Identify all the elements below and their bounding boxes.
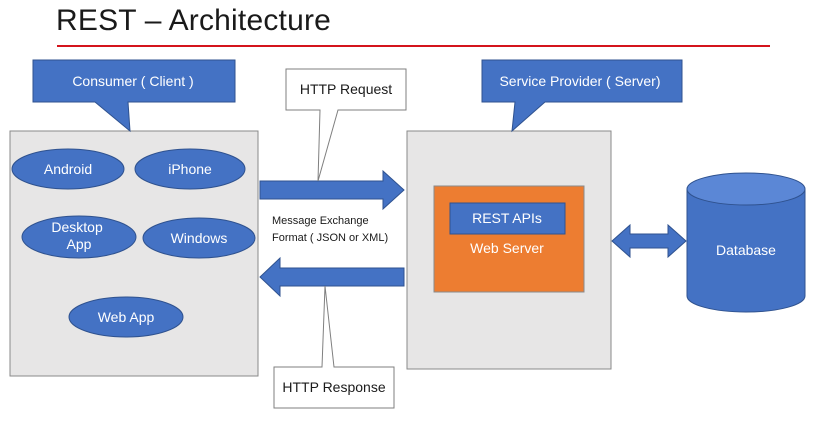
response-arrow [259, 256, 405, 298]
device-windows [142, 217, 256, 259]
message-format-line1: Message Exchange [272, 215, 369, 227]
http-response-callout [273, 285, 395, 409]
request-arrow [259, 169, 405, 211]
title-underline [57, 45, 770, 47]
web-server-label: Web Server [470, 240, 544, 256]
http-request-label: HTTP Request [300, 81, 392, 97]
device-desktop-app [21, 215, 137, 259]
device-windows-label: Windows [171, 230, 228, 246]
rest-apis-box [449, 202, 566, 235]
consumer-callout-label: Consumer ( Client ) [72, 73, 193, 89]
device-android [11, 148, 125, 190]
http-request-callout [285, 68, 407, 182]
device-iphone-label: iPhone [168, 161, 212, 177]
message-format-line2: Format ( JSON or XML) [272, 232, 388, 244]
database-cylinder [686, 172, 806, 313]
consumer-callout [32, 59, 236, 133]
page-title: REST – Architecture [56, 4, 332, 37]
database-label: Database [716, 242, 776, 258]
device-web-app-label: Web App [98, 309, 155, 325]
rest-apis-label: REST APIs [472, 210, 542, 226]
server-callout-label: Service Provider ( Server) [499, 73, 660, 89]
device-android-label: Android [44, 161, 92, 177]
server-callout [481, 59, 683, 133]
http-response-label: HTTP Response [282, 379, 385, 395]
device-web-app [68, 296, 184, 338]
database-double-arrow [611, 223, 687, 259]
web-server-box [433, 185, 585, 293]
device-iphone [134, 148, 246, 190]
device-desktop-app-label: Desktop App [51, 219, 106, 252]
